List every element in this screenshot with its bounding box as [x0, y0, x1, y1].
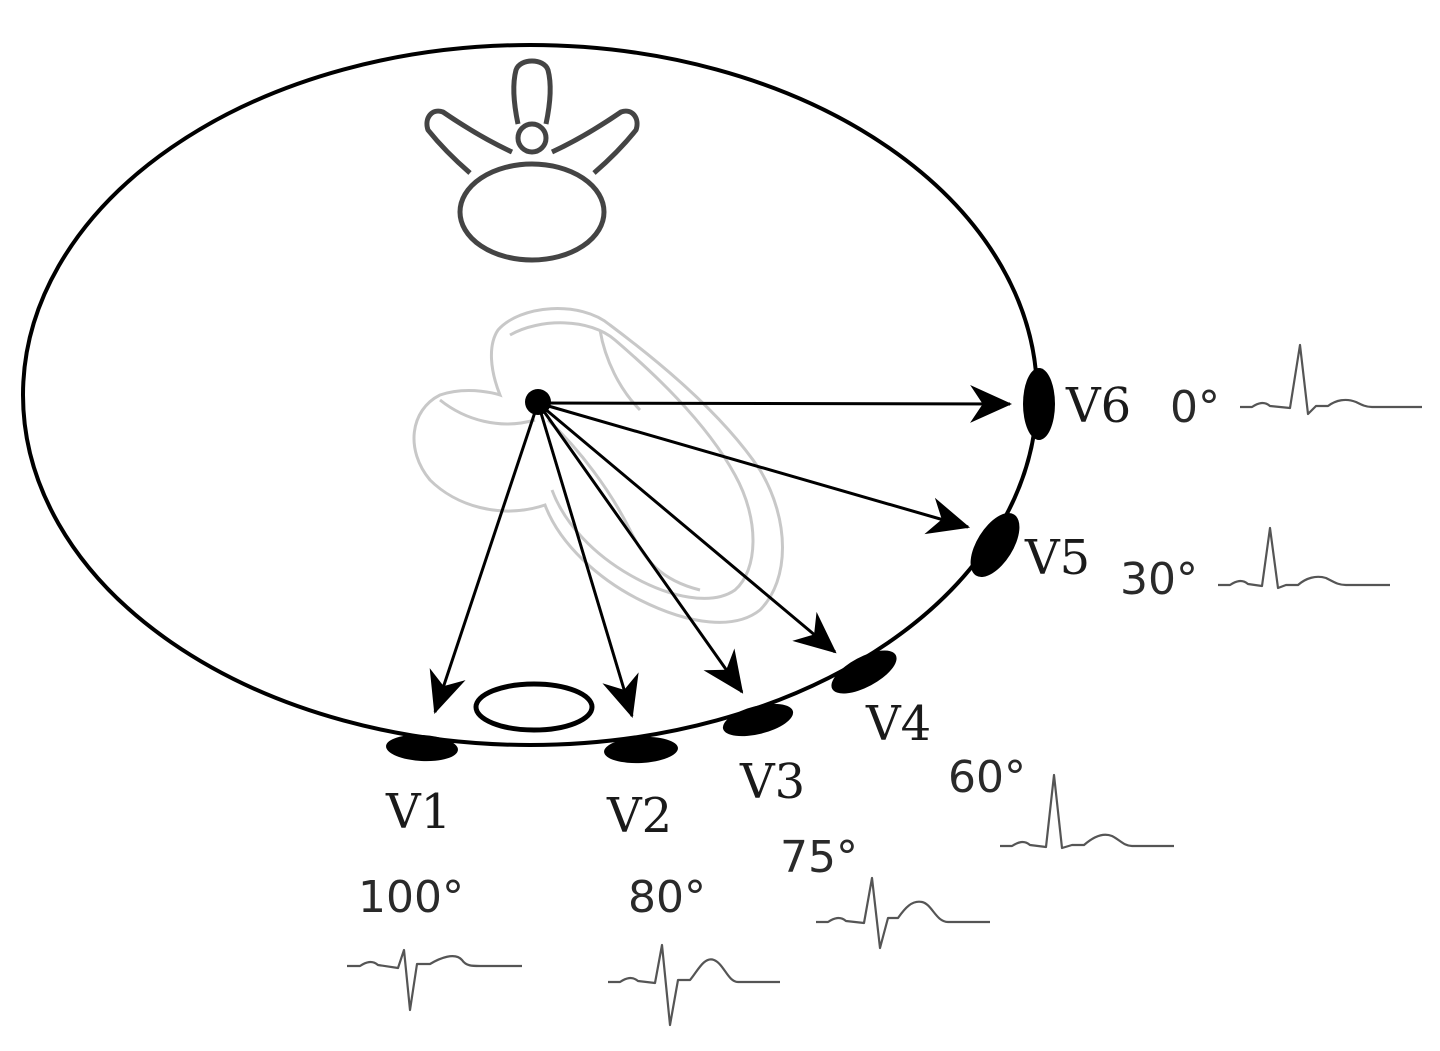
ecg-trace-v4 — [1000, 773, 1174, 850]
heart-icon — [412, 307, 784, 624]
ecg-trace-v6 — [1240, 343, 1422, 416]
lead-label-v1: V1 — [385, 784, 451, 840]
angle-label-v3: 75° — [780, 832, 858, 883]
electrodes — [386, 368, 1055, 764]
electrode-v3 — [722, 703, 794, 737]
arrow-v3 — [536, 402, 744, 694]
arrow-v6 — [537, 385, 1013, 423]
arrow-v2 — [536, 402, 639, 719]
electrode-v1 — [386, 734, 458, 762]
ecg-trace-v2 — [608, 943, 780, 1027]
electrode-v4 — [831, 650, 897, 694]
heart-center-point — [525, 389, 551, 415]
angle-label-v2: 80° — [628, 872, 706, 923]
sternum-icon — [473, 681, 595, 733]
electrode-v2 — [604, 736, 678, 764]
lead-label-v3: V3 — [739, 754, 805, 810]
ecg-trace-v5 — [1218, 526, 1390, 590]
lead-label-v5: V5 — [1024, 530, 1090, 586]
angle-label-v4: 60° — [948, 752, 1026, 803]
angle-label-v5: 30° — [1120, 554, 1198, 605]
arrow-v4 — [537, 401, 837, 654]
lead-axis-arrows — [429, 385, 1013, 719]
ecg-trace-v3 — [816, 876, 990, 950]
arrow-v1 — [429, 402, 540, 714]
lead-label-v4: V4 — [865, 696, 931, 752]
vertebra-icon — [424, 58, 640, 263]
lead-label-v6: V6 — [1065, 378, 1131, 434]
electrode-v6 — [1023, 368, 1055, 440]
ecg-traces — [347, 343, 1422, 1027]
ecg-trace-v1 — [347, 948, 522, 1012]
electrode-v5 — [970, 513, 1020, 577]
lead-label-v2: V2 — [606, 788, 672, 844]
arrow-v5 — [537, 401, 971, 535]
angle-label-v1: 100° — [358, 872, 464, 923]
angle-label-v6: 0° — [1170, 382, 1220, 433]
